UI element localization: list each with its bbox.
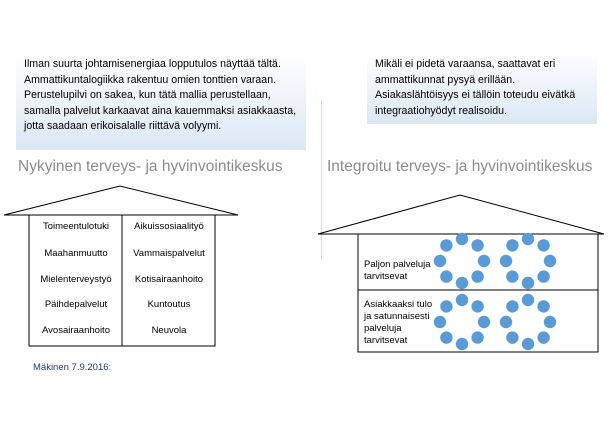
service-cell: Mielenterveystyö	[40, 274, 112, 285]
service-circle	[440, 239, 453, 252]
service-circle	[471, 239, 484, 252]
row-label-many-services: Paljon palveluja tarvitsevat	[364, 259, 431, 282]
right-house-roof	[317, 194, 605, 235]
service-cell: Avosairaanhoito	[42, 325, 110, 336]
service-circle	[521, 337, 535, 351]
service-circle	[440, 300, 453, 313]
service-circle	[537, 239, 550, 252]
service-circle	[543, 254, 557, 268]
service-circle	[455, 276, 469, 290]
service-circle	[521, 293, 535, 307]
service-circle	[521, 276, 535, 290]
service-circle	[506, 331, 519, 344]
service-circle	[471, 270, 484, 283]
service-circle	[521, 232, 535, 246]
service-circle	[506, 239, 519, 252]
service-cell: Kuntoutus	[147, 299, 191, 310]
right-callout: Mikäli ei pidetä varaansa, saattavat eri…	[367, 52, 597, 124]
service-circle	[537, 300, 550, 313]
left-callout: Ilman suurta johtamisenergiaa lopputulos…	[16, 52, 306, 150]
service-circle	[477, 315, 491, 329]
left-title: Nykyinen terveys- ja hyvinvointikeskus	[18, 158, 283, 175]
left-house-roof	[3, 185, 239, 216]
service-circle	[499, 254, 513, 268]
right-title: Integroitu terveys- ja hyvinvointikeskus	[327, 158, 593, 175]
service-cell: Kotisairaanhoito	[134, 274, 204, 285]
service-circle	[455, 232, 469, 246]
service-circle	[471, 300, 484, 313]
service-circle	[477, 254, 491, 268]
service-cell: Aikuissosiaalityö	[134, 221, 204, 232]
panel-divider	[321, 100, 322, 260]
footer-credit: Mäkinen 7.9.2016:	[33, 362, 112, 373]
service-circle	[499, 315, 513, 329]
service-circle	[455, 293, 469, 307]
service-circle	[433, 254, 447, 268]
service-cell: Neuvola	[151, 325, 187, 336]
row-label-occasional-services: Asiakkaaksi tulo ja satunnaisesti palvel…	[364, 299, 433, 346]
service-circle	[537, 331, 550, 344]
service-cell: Päihdepalvelut	[44, 299, 108, 310]
service-circle	[543, 315, 557, 329]
service-circle	[440, 270, 453, 283]
service-circle	[440, 331, 453, 344]
service-circle	[537, 270, 550, 283]
service-cell: Maahanmuutto	[44, 248, 108, 259]
service-circle	[506, 270, 519, 283]
service-circle	[506, 300, 519, 313]
service-cell: Vammaispalvelut	[133, 248, 205, 259]
service-cell: Toimeentulotuki	[42, 221, 109, 232]
service-circle	[471, 331, 484, 344]
service-circle	[455, 337, 469, 351]
service-circle	[433, 315, 447, 329]
